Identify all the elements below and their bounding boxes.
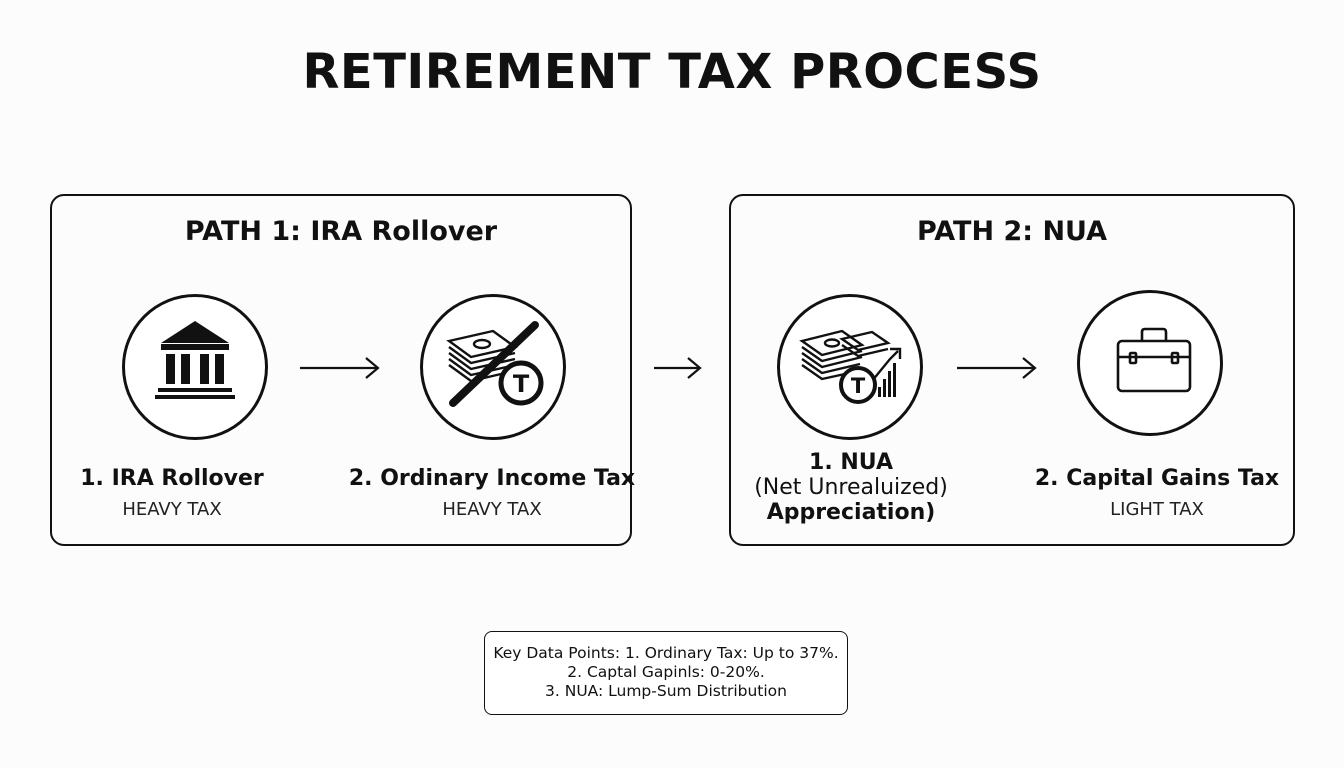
path2-panel: PATH 2: NUA T xyxy=(729,194,1295,546)
key-data-line-2: 2. Captal Gapinls: 0-20%. xyxy=(567,663,765,681)
ordinary-income-tax-circle: T xyxy=(420,294,566,440)
step-capital-gains-tag: LIGHT TAX xyxy=(1110,499,1204,520)
tax-t-glyph: T xyxy=(851,374,866,398)
ira-rollover-circle xyxy=(122,294,268,440)
step-ordinary-income-tag: HEAVY TAX xyxy=(442,499,542,520)
path1-panel: PATH 1: IRA Rollover xyxy=(50,194,635,546)
step-ira-rollover-label: 1. IRA Rollover xyxy=(80,466,264,491)
step-ira-rollover-tag: HEAVY TAX xyxy=(122,499,222,520)
path2-title: PATH 2: NUA xyxy=(916,216,1108,247)
arrow-right-icon xyxy=(300,357,380,379)
step-nua-label: 1. NUA (Net Unrealuized) Appreciation) xyxy=(741,450,961,525)
capital-gains-circle xyxy=(1077,290,1223,436)
briefcase-icon xyxy=(1116,327,1192,393)
step-ordinary-income-label: 2. Ordinary Income Tax xyxy=(348,466,636,491)
step-capital-gains-label: 2. Capital Gains Tax xyxy=(1034,466,1280,491)
path1-title: PATH 1: IRA Rollover xyxy=(184,216,498,247)
page-title: RETIREMENT TAX PROCESS xyxy=(302,44,1042,100)
key-data-box: Key Data Points: 1. Ordinary Tax: Up to … xyxy=(484,631,848,715)
step-nua-line-3: Appreciation) xyxy=(766,500,936,525)
tax-t-glyph: T xyxy=(513,370,530,398)
key-data-line-3: 3. NUA: Lump-Sum Distribution xyxy=(545,682,787,700)
arrow-right-icon xyxy=(957,357,1037,379)
money-growth-tax-icon: T xyxy=(799,329,902,404)
step-nua-line-1: 1. NUA xyxy=(809,450,893,475)
key-data-line-1: Key Data Points: 1. Ordinary Tax: Up to … xyxy=(493,644,839,662)
bank-icon xyxy=(155,321,235,399)
nua-circle: T xyxy=(777,294,923,440)
step-nua-line-2: (Net Unrealuized) xyxy=(754,475,948,500)
arrow-right-icon xyxy=(654,357,702,379)
crossed-money-tax-icon: T xyxy=(446,321,544,407)
